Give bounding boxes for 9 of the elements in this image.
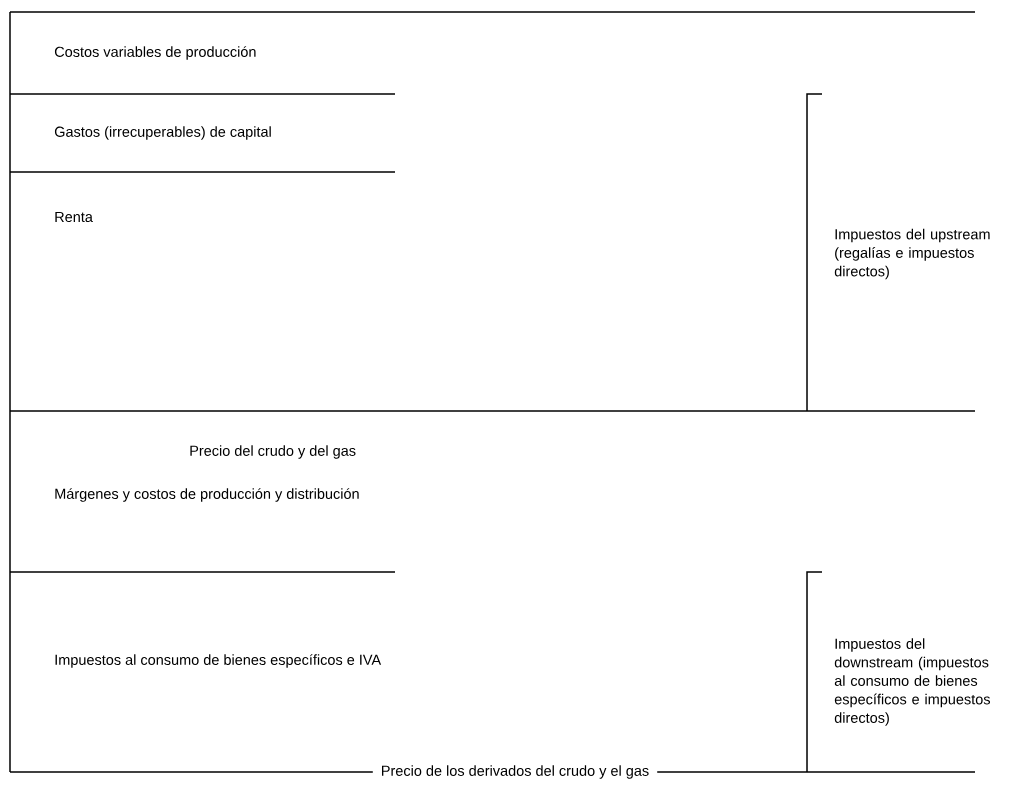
text-label: Impuestos del downstream (impuestos al consumo de bienes específicos e impuestos directos) [834, 638, 990, 726]
text-label: Gastos (irrecuperables) de capital [54, 126, 271, 140]
text-label: Precio de los derivados del crudo y el gas [372, 763, 658, 781]
text-label: Márgenes y costos de producción y distribución [55, 488, 359, 502]
text-label: Impuestos al consumo de bienes específicos e IVA [55, 654, 382, 668]
text-label: Precio del crudo y del gas [190, 445, 356, 459]
text-label: Renta [55, 211, 93, 223]
text-label: Impuestos del upstream (regalías e impuestos directos) [834, 228, 990, 280]
text-label: Costos variables de producción [54, 46, 256, 60]
